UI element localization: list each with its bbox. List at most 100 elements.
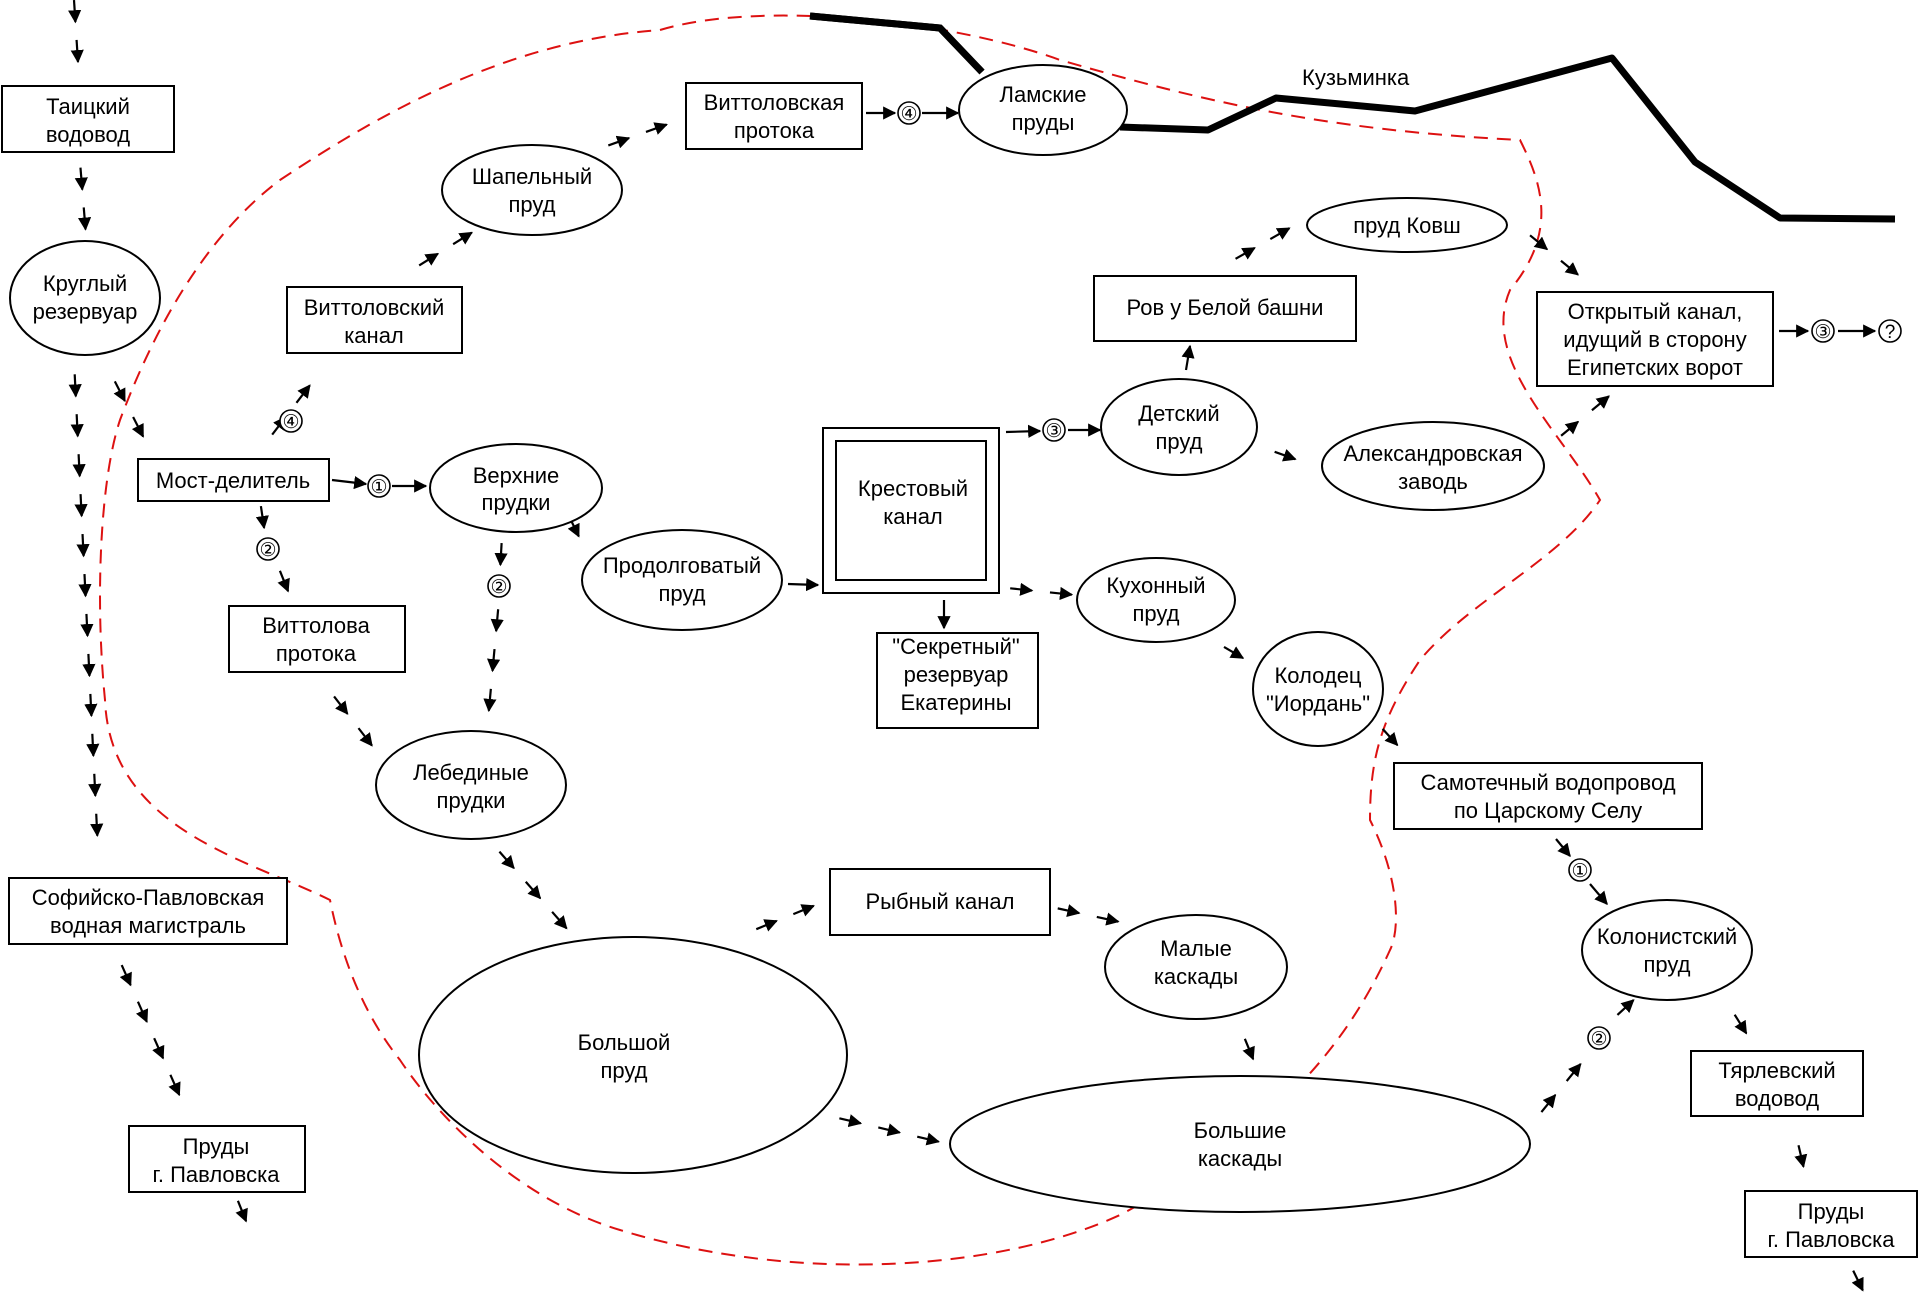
flow-arrow-4 — [68, 374, 82, 398]
marker-m2-b: ② — [487, 574, 511, 598]
flow-arrow-73 — [1565, 1062, 1582, 1082]
flow-arrow-66 — [1591, 395, 1610, 412]
flow-arrow-70 — [1589, 883, 1608, 906]
flow-arrow-29 — [418, 252, 439, 267]
flow-arrow-28 — [295, 384, 311, 404]
marker-m2-c: ② — [1587, 1026, 1611, 1050]
svg-text:④: ④ — [900, 104, 917, 125]
node-rybny: Рыбный канал — [829, 868, 1051, 936]
connectors — [68, 0, 1877, 1292]
node-kovsh: пруд Ковш — [1306, 197, 1508, 253]
flow-arrow-61 — [1269, 227, 1291, 241]
flow-arrow-44 — [551, 911, 568, 930]
svg-text:②: ② — [1590, 1029, 1607, 1050]
kuzminka-label: Кузьминка — [1302, 65, 1410, 90]
flow-arrow-13 — [86, 733, 100, 758]
kuzminka-river-upper — [809, 12, 985, 75]
flow-arrow-18 — [119, 964, 132, 987]
flow-arrow-19 — [135, 1001, 149, 1023]
flow-arrow-83 — [878, 1123, 901, 1137]
flow-arrow-26 — [277, 570, 290, 593]
flow-arrow-82 — [839, 1114, 863, 1128]
flow-arrow-77 — [755, 919, 778, 932]
flow-arrow-65 — [1560, 420, 1580, 437]
svg-text:?: ? — [1885, 322, 1896, 343]
flow-arrow-16 — [113, 380, 126, 403]
flow-arrow-62 — [1529, 234, 1549, 251]
node-kolodets: Колодец"Иордань" — [1252, 631, 1384, 747]
flow-arrow-1 — [70, 39, 84, 64]
flow-arrow-7 — [74, 494, 88, 518]
flow-arrow-12 — [84, 693, 98, 718]
svg-text:Колодец"Иордань": Колодец"Иордань" — [1266, 663, 1370, 716]
flow-arrow-3 — [77, 207, 92, 231]
marker-m2-a: ② — [256, 537, 280, 561]
flow-arrow-60 — [1235, 246, 1256, 260]
flow-arrow-22 — [235, 1200, 248, 1223]
marker-unknown: ? — [1878, 319, 1902, 343]
svg-text:④: ④ — [282, 412, 299, 433]
flow-arrow-32 — [645, 122, 668, 135]
svg-text:пруд Ковш: пруд Ковш — [1353, 213, 1461, 238]
svg-text:②: ② — [490, 577, 507, 598]
flow-arrow-64 — [1274, 448, 1297, 462]
flow-arrow-55 — [1010, 582, 1034, 596]
flow-arrow-75 — [1794, 1145, 1808, 1168]
svg-text:③: ③ — [1814, 322, 1831, 343]
marker-m1-b: ① — [1568, 858, 1592, 882]
flow-arrow-17 — [131, 416, 145, 438]
flow-arrow-45 — [787, 578, 820, 592]
flow-arrow-14 — [88, 773, 102, 798]
flow-arrow-74 — [1733, 1014, 1748, 1035]
svg-text:②: ② — [259, 540, 276, 561]
svg-text:Открытый канал,идущий в сторон: Открытый канал,идущий в сторонуЕгипетски… — [1563, 299, 1746, 380]
marker-m4-a: ④ — [897, 101, 921, 125]
flow-arrow-40 — [357, 727, 373, 747]
node-most: Мост-делитель — [137, 458, 330, 502]
svg-text:Ров у Белой башни: Ров у Белой башни — [1127, 295, 1324, 320]
flow-arrow-0 — [68, 0, 82, 24]
kuzminka-river-lower — [1119, 54, 1896, 223]
flow-arrow-56 — [1049, 586, 1074, 601]
flow-arrow-79 — [1057, 904, 1081, 917]
flow-arrow-81 — [1242, 1038, 1255, 1061]
flow-arrow-59 — [1181, 344, 1195, 371]
flow-arrow-57 — [1223, 646, 1245, 659]
flow-arrow-39 — [333, 695, 349, 715]
flow-arrow-42 — [498, 850, 515, 870]
flow-arrow-25 — [255, 505, 269, 530]
flow-arrow-76 — [1851, 1270, 1864, 1292]
flow-arrow-5 — [70, 414, 84, 438]
flow-arrow-58 — [1381, 728, 1399, 747]
flow-arrow-71 — [1616, 999, 1635, 1016]
